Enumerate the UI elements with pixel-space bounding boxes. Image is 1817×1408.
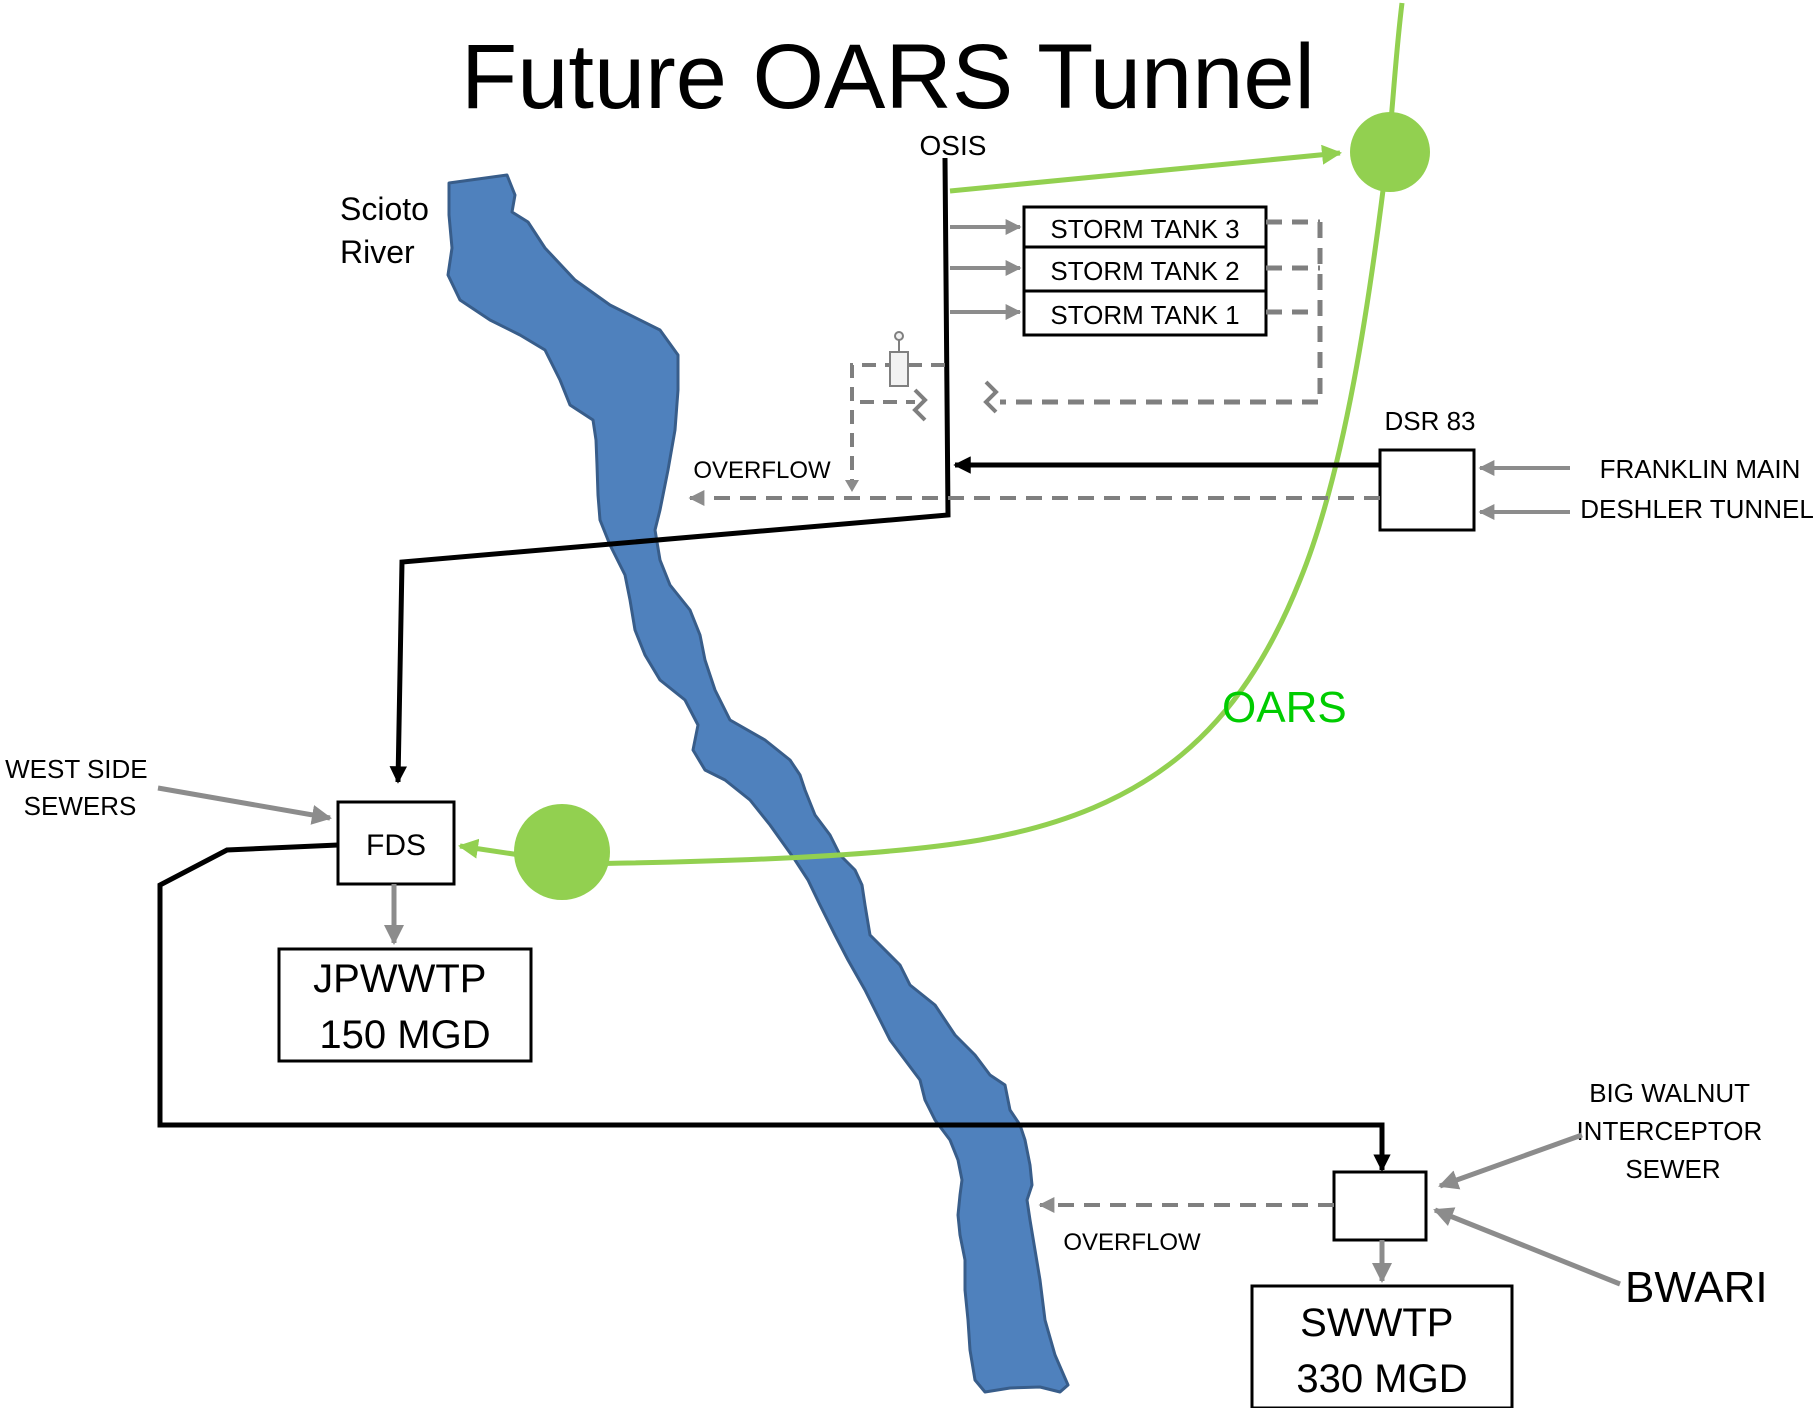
- river-label: Scioto River: [340, 191, 438, 270]
- tank-return-dashed: [1000, 219, 1323, 405]
- jpwwtp-box: [277, 947, 533, 1063]
- dsr83-box: [1378, 448, 1476, 532]
- jpwwtp-label: JPWWTP 150 MGD: [313, 957, 497, 1057]
- oars-to-fds-arrow: [458, 838, 521, 859]
- dsr83-label: DSR 83: [1384, 406, 1475, 436]
- osis-hook-left: [912, 388, 928, 422]
- storm-tanks: STORM TANK 3 STORM TANK 2 STORM TANK 1: [1022, 205, 1268, 337]
- scioto-river: [446, 173, 1070, 1394]
- swwtp-junction-box: [1332, 1170, 1428, 1242]
- oars-node-bottom: [514, 804, 610, 900]
- storm-tank-2-label: STORM TANK 2: [1050, 256, 1239, 286]
- storm-tank-3-label: STORM TANK 3: [1050, 214, 1239, 244]
- overflow-bottom-label: OVERFLOW: [1063, 1229, 1201, 1256]
- overflow-down-arrowhead: [845, 480, 859, 492]
- big-walnut-arrow: [1438, 1132, 1583, 1190]
- overflow-top-label: OVERFLOW: [693, 457, 831, 484]
- page-title: Future OARS Tunnel: [461, 26, 1315, 128]
- west-side-sewers-arrow: [157, 785, 332, 825]
- oars-node-top: [1350, 112, 1430, 192]
- osis-overflow-dashed: [850, 363, 945, 480]
- oars-label: OARS: [1222, 683, 1347, 732]
- osis-label: OSIS: [920, 130, 987, 161]
- swwtp-box: [1250, 1284, 1514, 1408]
- swwtp-label: SWWTP 330 MGD: [1296, 1301, 1467, 1401]
- gate-icon: [889, 331, 909, 387]
- deshler-tunnel-label: DESHLER TUNNEL: [1580, 494, 1814, 524]
- big-walnut-label: BIG WALNUT INTERCEPTOR SEWER: [1576, 1078, 1769, 1184]
- franklin-main-label: FRANKLIN MAIN: [1600, 454, 1801, 484]
- tank-return-hook-right: [983, 380, 999, 414]
- storm-tank-1-label: STORM TANK 1: [1050, 300, 1239, 330]
- fds-label: FDS: [366, 829, 426, 862]
- storm-tank-1-box: [1022, 289, 1268, 337]
- bwari-arrow: [1433, 1207, 1621, 1287]
- bwari-label: BWARI: [1625, 1263, 1768, 1312]
- osis-to-oars-arrow: [949, 144, 1342, 194]
- osis-to-fds-line: [389, 157, 951, 784]
- west-side-sewers-label: WEST SIDE SEWERS: [5, 754, 155, 821]
- fds-box: [336, 800, 456, 886]
- storm-tank-3-box: [1022, 205, 1268, 249]
- fds-to-swwtp-line: [157, 842, 1391, 1172]
